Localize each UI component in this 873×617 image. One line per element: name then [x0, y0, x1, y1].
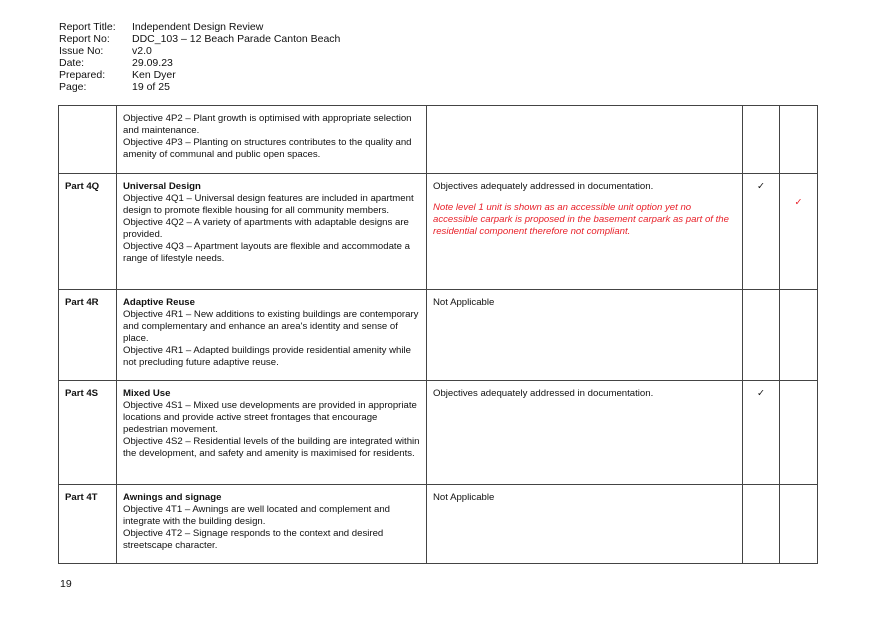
check-cell	[779, 380, 818, 485]
comment-text: Objectives adequately addressed in docum…	[433, 181, 654, 192]
header-label: Report Title:	[59, 21, 116, 33]
objectives-cell: Mixed Use Objective 4S1 – Mixed use deve…	[116, 380, 427, 485]
checkmark-icon: ✓	[756, 388, 766, 399]
part-cell	[58, 105, 117, 174]
section-title: Awnings and signage	[123, 492, 222, 503]
table-row: Part 4R Adaptive Reuse Objective 4R1 – N…	[58, 289, 818, 381]
objective-text: Objective 4R1 – New additions to existin…	[123, 309, 419, 344]
check-cell: ✓	[779, 173, 818, 290]
table-row: Objective 4P2 – Plant growth is optimise…	[58, 105, 818, 174]
objective-text: Objective 4Q1 – Universal design feature…	[123, 193, 414, 216]
header-row-issue-no: Issue No: v2.0	[59, 45, 340, 57]
header-label: Issue No:	[59, 45, 104, 57]
table-row: Part 4Q Universal Design Objective 4Q1 –…	[58, 173, 818, 290]
check-cell	[779, 484, 818, 564]
comment-cell: Objectives adequately addressed in docum…	[426, 380, 743, 485]
check-cell: ✓	[742, 173, 780, 290]
comment-text: Not Applicable	[433, 492, 495, 503]
section-title: Mixed Use	[123, 388, 171, 399]
check-cell	[742, 484, 780, 564]
check-cell	[779, 105, 818, 174]
objectives-cell: Universal Design Objective 4Q1 – Univers…	[116, 173, 427, 290]
part-cell: Part 4Q	[58, 173, 117, 290]
part-label: Part 4S	[65, 388, 99, 399]
header-value: v2.0	[132, 45, 152, 57]
header-row-report-no: Report No: DDC_103 – 12 Beach Parade Can…	[59, 33, 340, 45]
header-row-title: Report Title: Independent Design Review	[59, 21, 340, 33]
comment-cell	[426, 105, 743, 174]
header-value: Ken Dyer	[132, 69, 176, 81]
objective-text: Objective 4P2 – Plant growth is optimise…	[123, 113, 412, 136]
objective-text: Objective 4T2 – Signage responds to the …	[123, 528, 384, 551]
comment-cell: Not Applicable	[426, 289, 743, 381]
review-table: Objective 4P2 – Plant growth is optimise…	[58, 105, 818, 564]
part-cell: Part 4R	[58, 289, 117, 381]
header-label: Report No:	[59, 33, 110, 45]
header-label: Date:	[59, 57, 85, 69]
part-cell: Part 4S	[58, 380, 117, 485]
check-cell: ✓	[742, 380, 780, 485]
objective-text: Objective 4Q2 – A variety of apartments …	[123, 217, 409, 240]
checkmark-icon: ✓	[794, 197, 803, 208]
objective-text: Objective 4S2 – Residential levels of th…	[123, 436, 420, 459]
objectives-cell: Objective 4P2 – Plant growth is optimise…	[116, 105, 427, 174]
non-compliance-note: Note level 1 unit is shown as an accessi…	[433, 202, 729, 237]
comment-text: Not Applicable	[433, 297, 495, 308]
objectives-cell: Adaptive Reuse Objective 4R1 – New addit…	[116, 289, 427, 381]
header-row-prepared: Prepared: Ken Dyer	[59, 69, 340, 81]
part-label: Part 4T	[65, 492, 98, 503]
part-label: Part 4Q	[65, 181, 100, 192]
header-value: DDC_103 – 12 Beach Parade Canton Beach	[132, 33, 341, 45]
header-value: Independent Design Review	[132, 21, 264, 33]
objectives-cell: Awnings and signage Objective 4T1 – Awni…	[116, 484, 427, 564]
comment-cell: Not Applicable	[426, 484, 743, 564]
objective-text: Objective 4R1 – Adapted buildings provid…	[123, 345, 411, 368]
table-row: Part 4S Mixed Use Objective 4S1 – Mixed …	[58, 380, 818, 485]
part-label: Part 4R	[65, 297, 99, 308]
table-row: Part 4T Awnings and signage Objective 4T…	[58, 484, 818, 564]
check-cell	[742, 289, 780, 381]
objective-text: Objective 4T1 – Awnings are well located…	[123, 504, 391, 527]
check-cell	[779, 289, 818, 381]
section-title: Adaptive Reuse	[123, 297, 195, 308]
header-row-page: Page: 19 of 25	[59, 81, 340, 93]
page-number: 19	[60, 578, 72, 590]
part-cell: Part 4T	[58, 484, 117, 564]
checkmark-icon: ✓	[756, 181, 766, 192]
objective-text: Objective 4S1 – Mixed use developments a…	[123, 400, 417, 435]
objective-text: Objective 4P3 – Planting on structures c…	[123, 137, 412, 160]
comment-text: Objectives adequately addressed in docum…	[433, 388, 654, 399]
section-title: Universal Design	[123, 181, 201, 192]
header-value: 29.09.23	[132, 57, 173, 69]
report-header: Report Title: Independent Design Review …	[59, 21, 340, 93]
header-label: Prepared:	[59, 69, 106, 81]
header-label: Page:	[59, 81, 87, 93]
objective-text: Objective 4Q3 – Apartment layouts are fl…	[123, 241, 410, 264]
header-value: 19 of 25	[132, 81, 170, 93]
header-row-date: Date: 29.09.23	[59, 57, 340, 69]
comment-cell: Objectives adequately addressed in docum…	[426, 173, 743, 290]
check-cell	[742, 105, 780, 174]
